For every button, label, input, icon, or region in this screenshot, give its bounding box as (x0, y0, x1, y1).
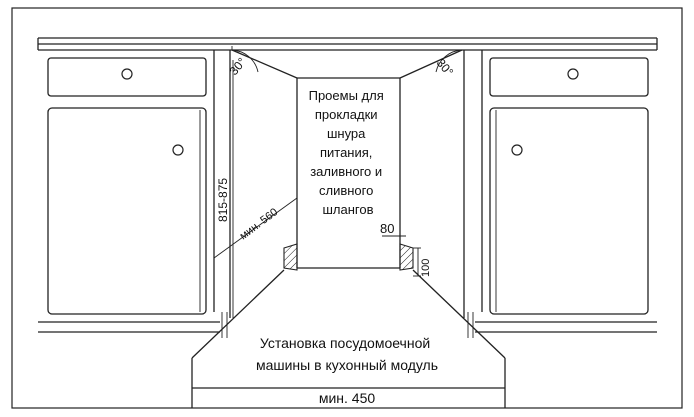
openings-line-1: Проемы для (309, 88, 384, 103)
left-door-knob (172, 144, 184, 156)
min-width-label: мин. 450 (319, 390, 376, 406)
openings-line-2: прокладки (315, 107, 378, 122)
caption-line-1: Установка посудомоечной (260, 335, 430, 351)
min-depth-label: мин. 560 (238, 206, 281, 242)
right-cabinet (481, 50, 649, 315)
caption-line-2: машины в кухонный модуль (256, 357, 438, 373)
floor-trapezoid (191, 269, 506, 408)
right-door (489, 107, 649, 315)
openings-line-4: питания, (320, 145, 372, 160)
right-drawer (489, 57, 649, 97)
openings-line-5: заливного и (310, 164, 382, 179)
min-depth-line (213, 197, 298, 259)
left-drawer (47, 57, 207, 97)
plinth (38, 312, 657, 338)
left-door (47, 107, 207, 315)
caption: Установка посудомоечной машины в кухонны… (256, 335, 438, 373)
openings-line-3: шнура (327, 126, 366, 141)
dishwasher-opening (229, 49, 465, 318)
left-drawer-knob (121, 68, 133, 80)
countertop (37, 37, 658, 51)
right-door-knob (511, 144, 523, 156)
openings-label: Проемы для прокладки шнура питания, зали… (309, 88, 388, 217)
dimension-80-label: 80 (380, 221, 394, 236)
openings-line-6: сливного (319, 183, 373, 198)
left-cabinet (47, 50, 215, 315)
dimension-100-label: 100 (420, 259, 432, 277)
diagram-frame (11, 7, 683, 409)
angle-label-right: 30° (434, 56, 457, 79)
right-drawer-knob (567, 68, 579, 80)
height-range-label: 815-875 (216, 178, 230, 222)
right-hatched-cutout (399, 243, 414, 271)
openings-line-7: шлангов (322, 202, 373, 217)
left-hatched-cutout (283, 243, 298, 271)
